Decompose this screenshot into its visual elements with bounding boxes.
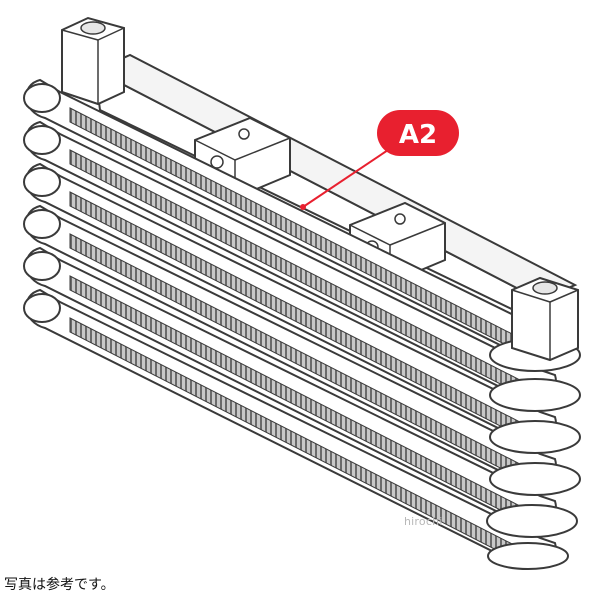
callout-label: A2	[399, 120, 437, 150]
cooler-core	[23, 78, 557, 568]
cooler-row	[23, 288, 557, 568]
cooler-row	[23, 246, 557, 526]
right-fitting	[511, 276, 579, 362]
caption-text: 写真は参考です。	[4, 577, 115, 593]
cooler-row	[23, 120, 557, 400]
left-fitting	[61, 16, 125, 106]
right-end-tank	[486, 338, 581, 570]
callout-a2: A2	[300, 110, 459, 210]
watermark-text: hirochi	[404, 515, 443, 528]
